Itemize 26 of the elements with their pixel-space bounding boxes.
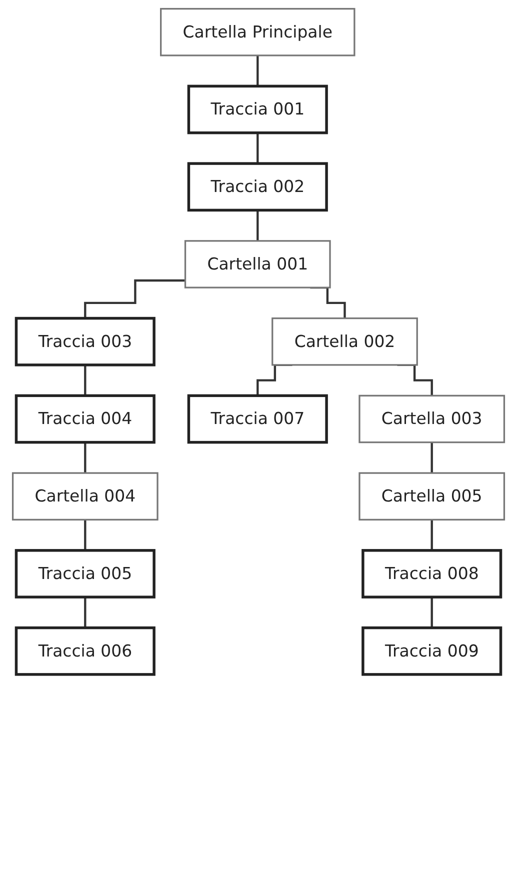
node-box: Traccia 005 [14,549,156,598]
connector [84,596,86,629]
node-box: Traccia 009 [362,626,502,676]
node-box: Cartella 003 [358,394,506,444]
node-box: Traccia 006 [14,626,156,676]
connector [256,54,259,88]
node-box: Cartella Principale [160,8,356,56]
connector [84,518,86,552]
node-box: Cartella 001 [184,240,331,288]
node-box: Traccia 003 [14,316,156,366]
node-box: Cartella 002 [272,317,418,366]
node-box: Traccia 007 [187,394,328,444]
connector [430,441,433,474]
node-box: Traccia 008 [362,549,502,598]
node-box: Traccia 004 [14,394,156,444]
node-box: Traccia 001 [187,84,328,134]
connector [84,279,186,320]
node-box: Cartella 004 [12,472,158,520]
node-box: Traccia 002 [187,162,328,212]
connector [256,132,259,165]
node-box: Cartella 005 [358,472,506,520]
connector [430,518,433,552]
connector [256,209,259,242]
connector [430,596,433,629]
connector [84,441,86,474]
connector [84,364,86,397]
